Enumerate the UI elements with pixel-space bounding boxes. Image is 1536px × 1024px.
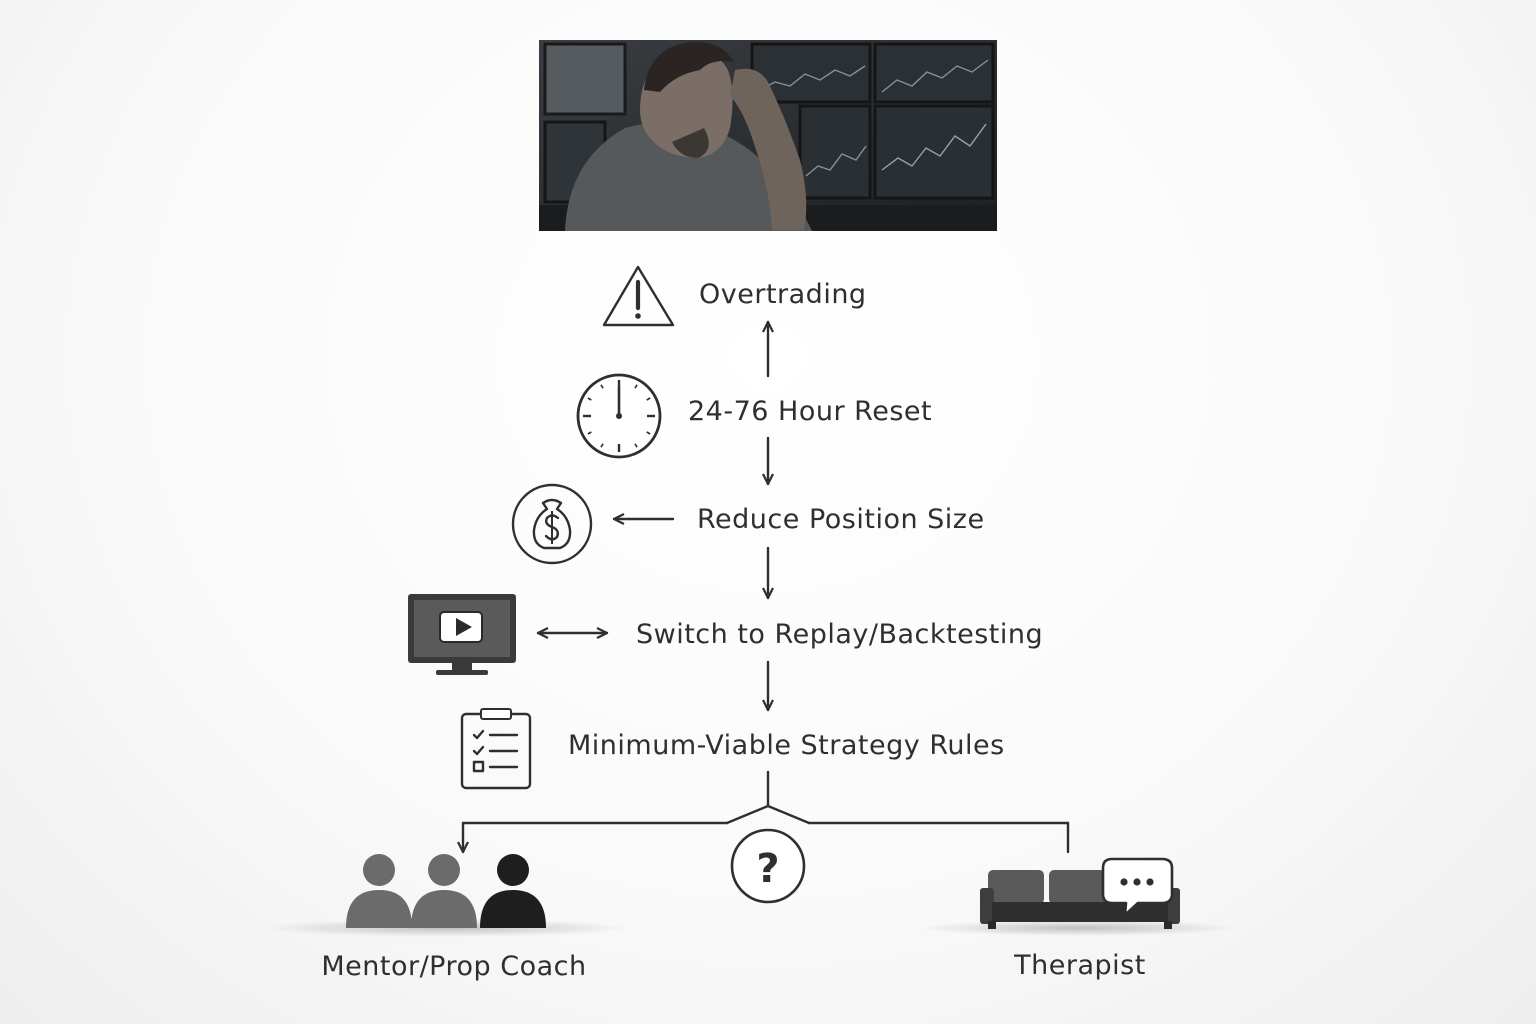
clock-tick	[587, 431, 592, 435]
therapist-shadow	[918, 920, 1238, 936]
question-icon: ?	[730, 828, 806, 904]
money-bag-icon	[511, 483, 593, 565]
step-overtrading-label: Overtrading	[699, 279, 867, 310]
clock-tick	[646, 397, 651, 401]
clock-tick	[634, 384, 638, 389]
step-reduce-label: Reduce Position Size	[697, 504, 985, 535]
clock-tick	[646, 431, 651, 435]
step-replay-label: Switch to Replay/Backtesting	[636, 619, 1043, 650]
checklist-icon	[460, 708, 532, 790]
mentor-label: Mentor/Prop Coach	[321, 951, 586, 982]
step-rules-label: Minimum-Viable Strategy Rules	[568, 730, 1005, 761]
clock-tick	[600, 384, 604, 389]
therapist-label: Therapist	[1013, 950, 1146, 981]
branch-connector	[461, 770, 1070, 854]
clock-tick	[587, 397, 592, 401]
clock-tick	[600, 443, 604, 448]
video-monitor-icon	[408, 594, 516, 675]
question-mark: ?	[756, 846, 779, 892]
couch-speech-icon	[980, 857, 1180, 929]
warning-icon	[602, 265, 675, 327]
trader-photo	[539, 40, 997, 231]
clock-icon	[576, 373, 662, 459]
clock-tick	[634, 443, 638, 448]
people-group-icon	[346, 854, 546, 928]
step-reset-label: 24-76 Hour Reset	[688, 396, 932, 427]
